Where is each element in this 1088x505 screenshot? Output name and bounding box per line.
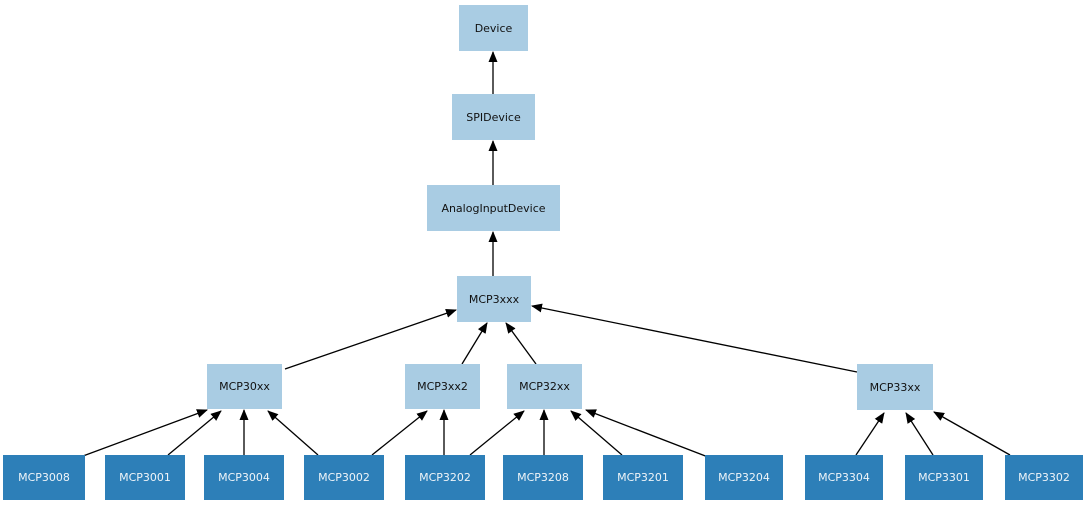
class-node-label: MCP3xxx — [468, 292, 520, 306]
class-node-label: MCP3001 — [119, 471, 171, 484]
class-node-MCP3008: MCP3008 — [3, 455, 85, 500]
class-node-MCP3302: MCP3302 — [1005, 455, 1083, 500]
class-node-label: MCP3208 — [517, 471, 569, 484]
class-node-MCP32xx: MCP32xx — [507, 364, 582, 409]
class-node-MCP33xx: MCP33xx — [857, 364, 933, 410]
class-node-MCP3xx2: MCP3xx2 — [405, 364, 480, 409]
class-node-label: MCP3302 — [1018, 471, 1070, 484]
edge-MCP3002-to-MCP3xx2 — [371, 410, 428, 456]
class-node-label: MCP32xx — [519, 380, 570, 393]
class-node-MCP30xx: MCP30xx — [207, 364, 282, 409]
edge-MCP3001-to-MCP30xx — [167, 410, 222, 456]
class-node-MCP3208: MCP3208 — [503, 455, 583, 500]
class-node-label: MCP3008 — [18, 471, 70, 484]
class-node-MCP3301: MCP3301 — [905, 455, 983, 500]
edge-MCP33xx-to-MCP3xxx — [531, 303, 858, 373]
class-node-label: MCP3xx2 — [417, 380, 468, 393]
edge-MCP3201-to-MCP32xx — [570, 410, 623, 456]
class-node-MCP3202: MCP3202 — [405, 455, 485, 500]
class-node-MCP3002: MCP3002 — [304, 455, 384, 500]
class-node-MCP3304: MCP3304 — [805, 455, 883, 500]
class-node-label: AnalogInputDevice — [441, 201, 546, 215]
edge-MCP30xx-to-MCP3xxx — [284, 309, 457, 370]
edge-MCP3304-to-MCP33xx — [855, 412, 885, 456]
class-node-label: SPIDevice — [466, 110, 521, 124]
edge-MCP3xx2-to-MCP3xxx — [461, 322, 488, 365]
edge-MCP3301-to-MCP33xx — [905, 412, 934, 456]
class-node-MCP3204: MCP3204 — [705, 455, 783, 500]
edge-MCP32xx-to-MCP3xxx — [505, 322, 537, 365]
edge-MCP3002-to-MCP30xx — [267, 410, 319, 456]
class-node-label: MCP3004 — [218, 471, 270, 484]
class-node-label: MCP3301 — [918, 471, 970, 484]
class-node-label: MCP3002 — [318, 471, 370, 484]
class-node-MCP3004: MCP3004 — [204, 455, 284, 500]
edge-MCP3204-to-MCP32xx — [585, 409, 709, 458]
class-node-label: MCP3304 — [818, 471, 870, 484]
class-node-MCP3001: MCP3001 — [105, 455, 185, 500]
class-node-MCP3xxx: MCP3xxx — [457, 276, 531, 322]
class-node-AnalogInputDevice: AnalogInputDevice — [427, 185, 560, 231]
edge-MCP3008-to-MCP30xx — [82, 409, 208, 457]
class-node-label: MCP33xx — [869, 380, 921, 394]
class-node-label: MCP30xx — [219, 380, 270, 393]
edge-MCP3302-to-MCP33xx — [933, 411, 1011, 456]
class-node-label: MCP3202 — [419, 471, 471, 484]
class-node-label: MCP3204 — [718, 471, 770, 484]
class-node-label: Device — [474, 21, 513, 35]
edge-MCP3202-to-MCP32xx — [469, 410, 525, 456]
class-node-SPIDevice: SPIDevice — [452, 94, 535, 140]
class-node-Device: Device — [459, 5, 528, 51]
class-node-label: MCP3201 — [617, 471, 669, 484]
class-node-MCP3201: MCP3201 — [603, 455, 683, 500]
